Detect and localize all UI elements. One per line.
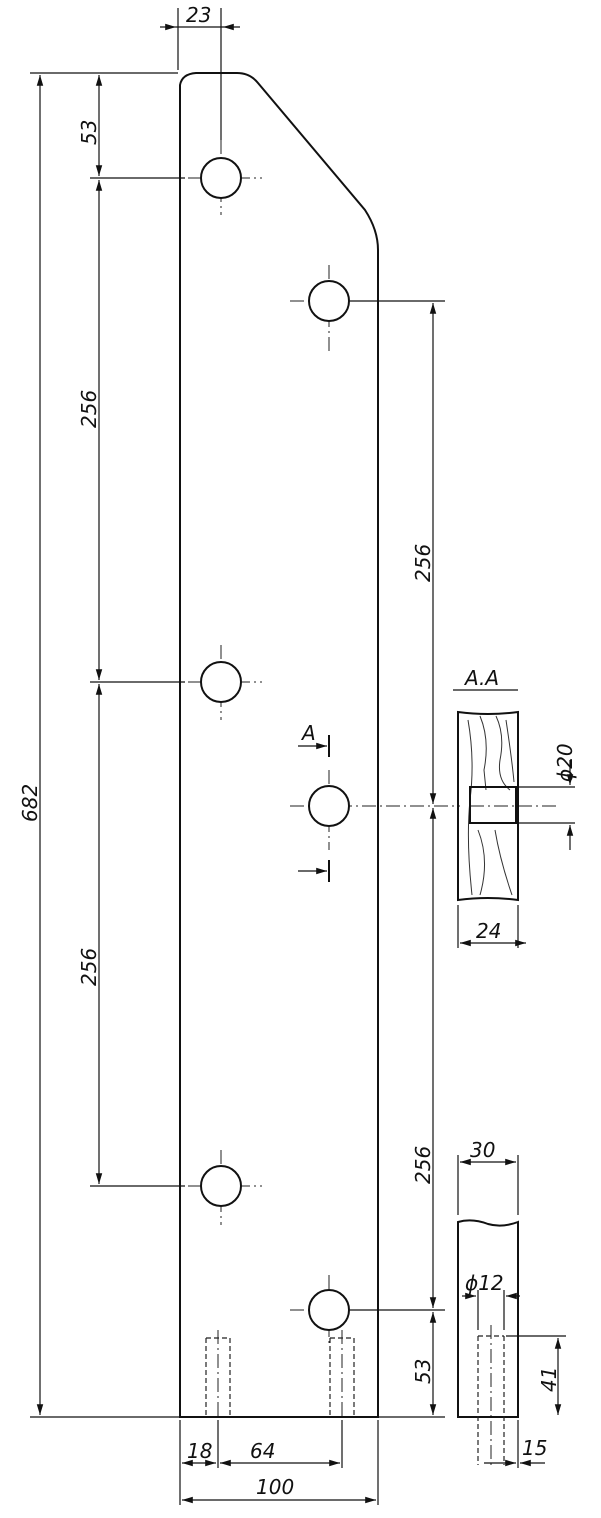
hole-6 <box>308 1289 350 1331</box>
hole-2 <box>308 280 350 322</box>
dim-top-hole: 53 <box>77 120 101 145</box>
section-marker-bottom <box>298 860 330 882</box>
section-marker-top: A <box>298 721 330 757</box>
dim-hole-dia: ϕ20 <box>553 743 577 782</box>
dim-spacing-left-upper: 256 <box>77 390 101 428</box>
hole-4 <box>308 785 350 827</box>
dim-bottom-hole: 53 <box>411 1359 435 1384</box>
hole-5 <box>200 1165 242 1207</box>
hole-1 <box>200 157 242 199</box>
dim-spacing-right-upper: 256 <box>411 544 435 582</box>
dim-spacing-left-lower: 256 <box>77 948 101 986</box>
board-outline <box>179 72 379 1418</box>
dim-dowel-dia: ϕ12 <box>465 1271 504 1295</box>
end-view: 30 ϕ12 41 15 <box>457 1138 566 1468</box>
section-aa: A.A ϕ20 24 <box>453 666 577 948</box>
dim-bottom-mid: 64 <box>250 1439 275 1463</box>
center-lines <box>188 140 560 1465</box>
dim-end-offset: 15 <box>522 1436 547 1460</box>
hole-3 <box>200 661 242 703</box>
dim-dowel-depth: 41 <box>537 1367 561 1392</box>
extension-lines <box>30 8 445 1505</box>
dim-overall-width: 100 <box>256 1475 294 1499</box>
dim-spacing-right-lower: 256 <box>411 1146 435 1184</box>
dowel-holes-hidden <box>205 1330 355 1420</box>
section-marker-label: A <box>300 721 316 745</box>
dim-top-offset: 23 <box>186 3 211 27</box>
dim-overall-height: 682 <box>18 784 42 822</box>
dimension-lines <box>36 23 437 1504</box>
dim-section-thickness: 24 <box>476 919 501 943</box>
dim-bottom-left: 18 <box>187 1439 212 1463</box>
section-title: A.A <box>463 666 499 690</box>
dim-end-width: 30 <box>470 1138 495 1162</box>
